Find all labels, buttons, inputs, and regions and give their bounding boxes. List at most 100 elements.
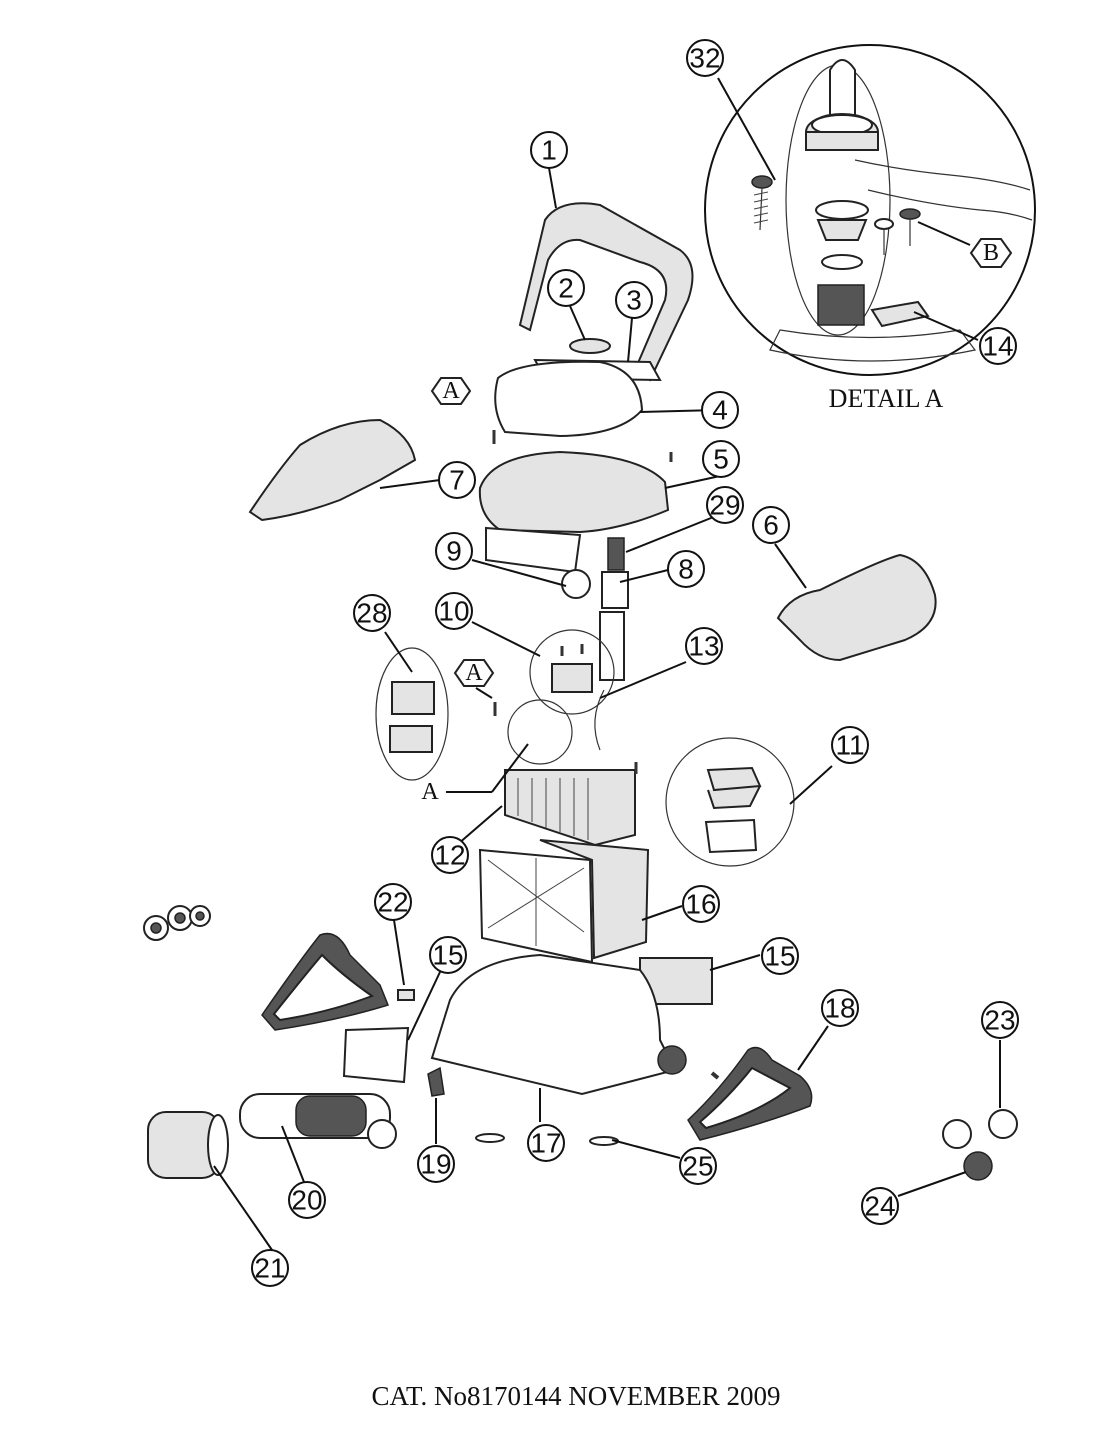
detail-clip-14 [870, 300, 930, 328]
callout-21: 21 [251, 1249, 289, 1287]
svg-text:9: 9 [446, 536, 462, 567]
svg-text:29: 29 [709, 490, 740, 521]
callout-1: 1 [530, 131, 568, 169]
part-motor-box [504, 769, 636, 847]
footer-number: 8170144 [467, 1381, 562, 1411]
part-connector-29 [607, 537, 625, 571]
part-bracket-circle [529, 629, 615, 715]
part-23-bearing-a [942, 1119, 972, 1149]
part-19-clip [427, 1066, 445, 1097]
callout-17: 17 [527, 1124, 565, 1162]
part-11-circle [665, 737, 795, 867]
detail-hose-lower [867, 189, 1033, 221]
svg-text:18: 18 [824, 993, 855, 1024]
callout-32: 32 [686, 39, 724, 77]
letter-tag-b: B [969, 238, 1013, 268]
part-upper-body [478, 450, 670, 534]
part-filter-mesh [487, 858, 585, 946]
callout-24: 24 [861, 1187, 899, 1225]
svg-text:19: 19 [420, 1149, 451, 1180]
detail-shaft-base [817, 284, 865, 326]
svg-text:16: 16 [685, 889, 716, 920]
part-handle [518, 202, 694, 382]
footer-prefix: CAT. No [371, 1381, 467, 1411]
part-28-ellipse [375, 647, 449, 781]
callout-10: 10 [435, 592, 473, 630]
callout-15-right: 15 [761, 937, 799, 975]
part-track-right-inner [698, 1066, 792, 1130]
svg-text:14: 14 [982, 331, 1013, 362]
callout-8: 8 [667, 550, 705, 588]
svg-text:28: 28 [356, 598, 387, 629]
svg-text:13: 13 [688, 631, 719, 662]
callout-5: 5 [702, 440, 740, 478]
part-25-pin-left [475, 1133, 505, 1143]
svg-text:20: 20 [291, 1185, 322, 1216]
part-brush-21-end [207, 1114, 229, 1176]
svg-text:10: 10 [438, 596, 469, 627]
detail-housing-edge [769, 329, 977, 362]
callout-20: 20 [288, 1181, 326, 1219]
part-track-left-inner [272, 953, 375, 1022]
part-hose-13 [594, 689, 605, 751]
detail-tube [829, 59, 856, 121]
detail-washer-1 [815, 200, 869, 220]
svg-text:11: 11 [835, 730, 864, 761]
detail-screw-b1 [874, 218, 894, 255]
callout-2: 2 [547, 269, 585, 307]
svg-text:15: 15 [432, 940, 463, 971]
letter-tag-a-lower: A [453, 659, 495, 687]
detail-a-view [704, 44, 1036, 376]
part-bracket-10 [551, 663, 593, 693]
detail-collar-body [805, 131, 879, 151]
part-panel-15-left [342, 1026, 410, 1084]
callout-6: 6 [752, 506, 790, 544]
svg-text:21: 21 [254, 1253, 285, 1284]
svg-text:3: 3 [626, 285, 642, 316]
detail-screw-32 [751, 175, 773, 231]
svg-text:1: 1 [541, 135, 557, 166]
svg-text:17: 17 [530, 1128, 561, 1159]
svg-text:B: B [983, 240, 999, 266]
detail-washer-2 [821, 254, 863, 270]
svg-text:32: 32 [689, 43, 720, 74]
detail-a-label: DETAIL A [829, 384, 944, 413]
svg-text:8: 8 [678, 554, 694, 585]
catalog-footer: CAT. No8170144 NOVEMBER 2009 [371, 1381, 780, 1411]
part-motor-box-ribs [517, 778, 589, 840]
callout-14: 14 [979, 327, 1017, 365]
leader-lines [213, 77, 1001, 1251]
part-11-clip-lower [704, 818, 758, 854]
callout-18: 18 [821, 989, 859, 1027]
part-28-block-upper [391, 681, 435, 715]
callout-28: 28 [353, 594, 391, 632]
footer-year: 2009 [727, 1381, 781, 1411]
callout-15-left: 15 [429, 936, 467, 974]
callout-13: 13 [685, 627, 723, 665]
svg-text:2: 2 [558, 273, 574, 304]
svg-text:25: 25 [682, 1151, 713, 1182]
callout-25: 25 [679, 1147, 717, 1185]
part-front-flap [485, 526, 582, 574]
svg-text:23: 23 [984, 1005, 1015, 1036]
svg-text:A: A [465, 660, 483, 686]
svg-text:24: 24 [864, 1191, 895, 1222]
callout-29: 29 [706, 486, 744, 524]
callout-4: 4 [701, 391, 739, 429]
part-23-bearing-b [988, 1109, 1018, 1139]
part-side-cover-right [776, 553, 937, 662]
part-22-block [397, 989, 415, 1001]
footer-month: NOVEMBER [562, 1381, 727, 1411]
svg-text:4: 4 [712, 395, 728, 426]
part-24-sprocket [963, 1151, 993, 1181]
detail-screw-b2 [899, 208, 921, 246]
svg-text:A: A [442, 378, 460, 404]
part-impeller [561, 569, 591, 599]
svg-text:6: 6 [763, 510, 779, 541]
detail-hose-upper [854, 159, 1031, 191]
part-chassis [430, 953, 677, 1096]
svg-text:5: 5 [713, 444, 729, 475]
detail-bushing [816, 219, 868, 241]
part-detail-a-ref-circle [507, 699, 573, 765]
